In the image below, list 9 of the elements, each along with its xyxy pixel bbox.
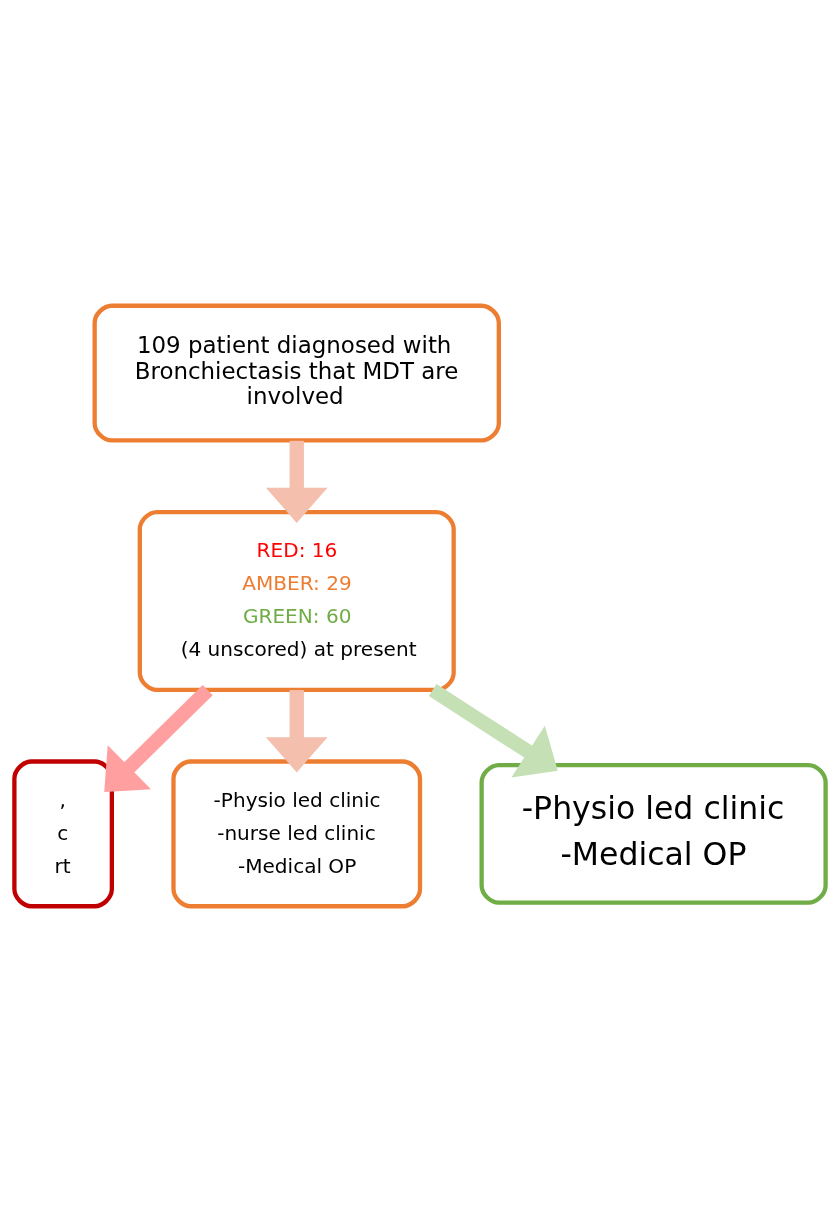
arrow [265, 440, 328, 523]
node-box: , c rt [12, 758, 114, 908]
arrow [265, 689, 328, 772]
arrow [428, 683, 558, 777]
node-box: -Physio led clinic -Medical OP [479, 762, 828, 905]
node-box: -Physio led clinic -nurse led clinic -Medical OP [171, 758, 423, 908]
node-box: 109 patient diagnosed with Bronchiectasis that MDT are involved [92, 303, 501, 443]
node-box: RED: 16 AMBER: 29 GREEN: 60 (4 unscored) at present [137, 509, 456, 692]
arrow [104, 684, 213, 792]
